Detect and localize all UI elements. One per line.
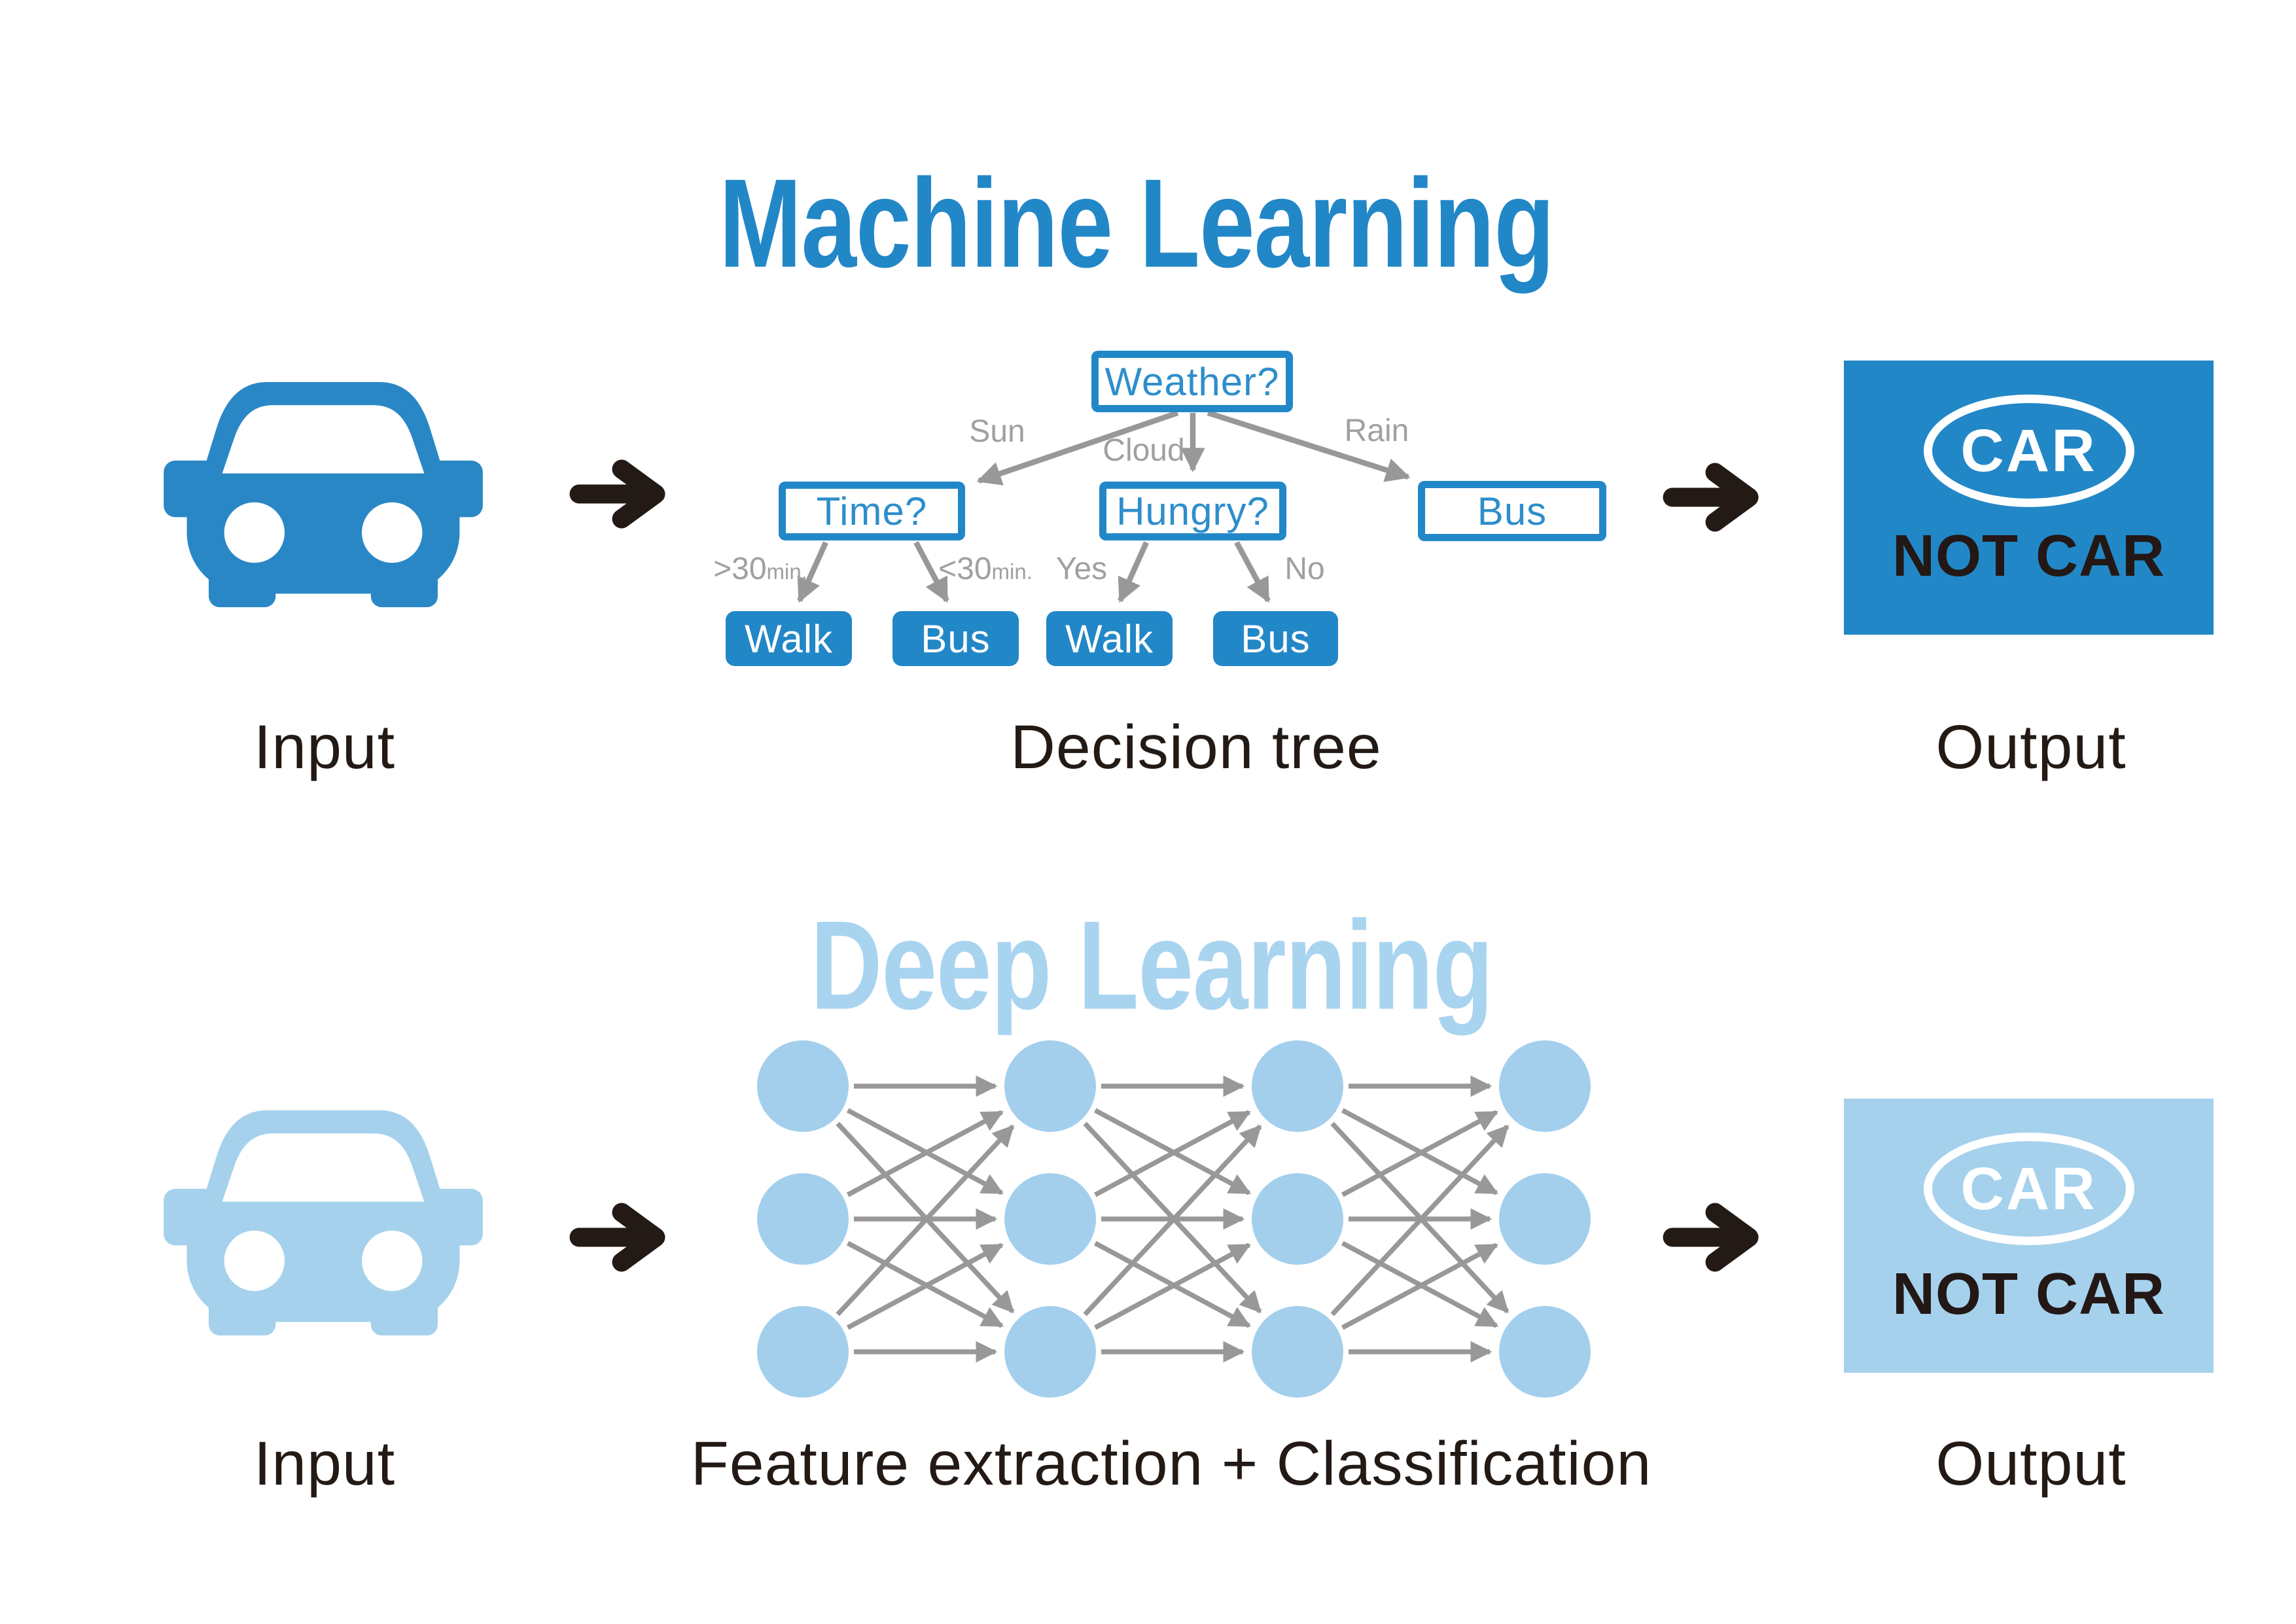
decision-tree-label: Decision tree bbox=[1010, 713, 1382, 782]
nn-edge-arrow bbox=[1341, 1243, 1498, 1330]
car-badge-text: CAR bbox=[1960, 1155, 2097, 1222]
nn-edge-arrow bbox=[1330, 1121, 1510, 1314]
nn-edge-arrow bbox=[836, 1124, 1015, 1316]
tree-leaf-walk-2: Walk bbox=[1046, 611, 1173, 666]
branch-label-gt30min: >30min. bbox=[713, 552, 807, 586]
nn-node bbox=[1499, 1306, 1591, 1398]
nn-edge-arrow bbox=[1341, 1110, 1498, 1197]
nn-node bbox=[1004, 1040, 1096, 1132]
dl-title: Deep Learning bbox=[810, 894, 1494, 1036]
tree-node-bus: Bus bbox=[1418, 481, 1606, 541]
nn-node bbox=[757, 1040, 849, 1132]
branch-label-sun: Sun bbox=[969, 414, 1025, 449]
car-logo-oval: CAR bbox=[1923, 395, 2134, 507]
output-card-dl: CAR NOT CAR bbox=[1844, 1099, 2214, 1373]
nn-edge-arrow bbox=[1341, 1241, 1498, 1328]
tree-leaf-bus-1: Bus bbox=[892, 611, 1019, 666]
flow-arrow-head bbox=[612, 1203, 665, 1272]
not-car-text: NOT CAR bbox=[1892, 523, 2165, 589]
tree-leaf-bus-2: Bus bbox=[1213, 611, 1338, 666]
ml-title: Machine Learning bbox=[718, 152, 1555, 294]
nn-node bbox=[1004, 1306, 1096, 1398]
nn-edge-arrow bbox=[1093, 1243, 1251, 1330]
car-badge-text: CAR bbox=[1960, 417, 2097, 484]
input-label-dl: Input bbox=[253, 1429, 396, 1498]
tree-leaf-walk-1: Walk bbox=[726, 611, 852, 666]
branch-label-yes: Yes bbox=[1055, 552, 1108, 586]
output-card-ml: CAR NOT CAR bbox=[1844, 361, 2214, 635]
tree-node-time: Time? bbox=[779, 482, 965, 540]
branch-label-lt30min: <30min. bbox=[938, 552, 1033, 586]
nn-node bbox=[1252, 1040, 1343, 1132]
nn-node bbox=[1499, 1040, 1591, 1132]
tree-node-hungry: Hungry? bbox=[1099, 482, 1286, 540]
nn-edge-arrow bbox=[1330, 1124, 1510, 1316]
nn-edge-arrow bbox=[836, 1121, 1015, 1314]
car-logo-oval: CAR bbox=[1923, 1133, 2134, 1245]
branch-label-no: No bbox=[1284, 552, 1325, 586]
nn-node bbox=[1499, 1173, 1591, 1265]
nn-edge-arrow bbox=[1093, 1110, 1251, 1197]
input-label-ml: Input bbox=[253, 713, 396, 782]
nn-edge-arrow bbox=[846, 1108, 1004, 1195]
nn-node bbox=[1252, 1306, 1343, 1398]
tree-node-weather: Weather? bbox=[1091, 351, 1293, 412]
nn-edge-arrow bbox=[1083, 1124, 1262, 1316]
nn-edge-arrow bbox=[846, 1110, 1004, 1197]
nn-node bbox=[1252, 1173, 1343, 1265]
car-icon-dl bbox=[164, 1110, 483, 1336]
branch-label-cloud: Cloud bbox=[1103, 433, 1185, 468]
output-label-dl: Output bbox=[1935, 1429, 2127, 1498]
nn-edge-arrow bbox=[1093, 1241, 1251, 1328]
nn-edge-arrow bbox=[1341, 1108, 1498, 1195]
branch-label-rain: Rain bbox=[1344, 414, 1409, 448]
not-car-text: NOT CAR bbox=[1892, 1262, 2165, 1327]
car-icon-ml bbox=[164, 381, 483, 608]
nn-node bbox=[757, 1173, 849, 1265]
nn-edge-arrow bbox=[846, 1241, 1004, 1328]
nn-edge-arrow bbox=[1093, 1108, 1251, 1195]
nn-node bbox=[1004, 1173, 1096, 1265]
output-label-ml: Output bbox=[1935, 713, 2127, 782]
nn-edge-arrow bbox=[846, 1243, 1004, 1330]
nn-edge-arrow bbox=[1083, 1121, 1262, 1314]
flow-arrow-head bbox=[1705, 463, 1759, 532]
feature-extraction-label: Feature extraction + Classification bbox=[690, 1429, 1652, 1498]
flow-arrow-head bbox=[1705, 1203, 1759, 1272]
flow-arrow-head bbox=[612, 459, 665, 529]
nn-node bbox=[757, 1306, 849, 1398]
